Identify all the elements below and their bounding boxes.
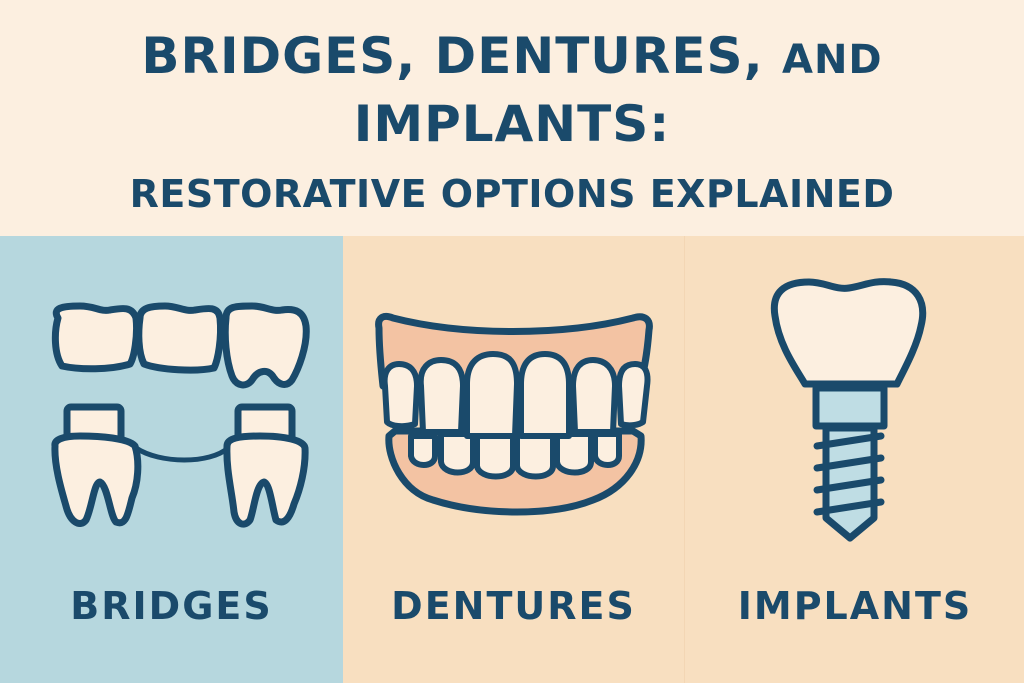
title-line-1: BRIDGES, DENTURES, AND: [0, 28, 1024, 88]
dentures-icon: [375, 312, 653, 516]
title-line-1-small: AND: [781, 37, 883, 83]
title-line-2: IMPLANTS:: [353, 95, 671, 153]
title-banner: BRIDGES, DENTURES, AND IMPLANTS: RESTORA…: [0, 0, 1024, 236]
implants-panel: IMPLANTS: [684, 236, 1024, 683]
dental-implant-icon: [770, 278, 927, 542]
bridges-panel: BRIDGES: [0, 236, 343, 683]
subtitle: RESTORATIVE OPTIONS EXPLAINED: [129, 172, 895, 216]
bridges-label: BRIDGES: [70, 584, 273, 628]
implants-label: IMPLANTS: [737, 584, 973, 628]
title-line-1-main: BRIDGES, DENTURES,: [141, 27, 764, 85]
dentures-label: DENTURES: [391, 584, 636, 628]
dental-bridge-icon: [51, 302, 310, 528]
dentures-panel: DENTURES: [343, 236, 684, 683]
